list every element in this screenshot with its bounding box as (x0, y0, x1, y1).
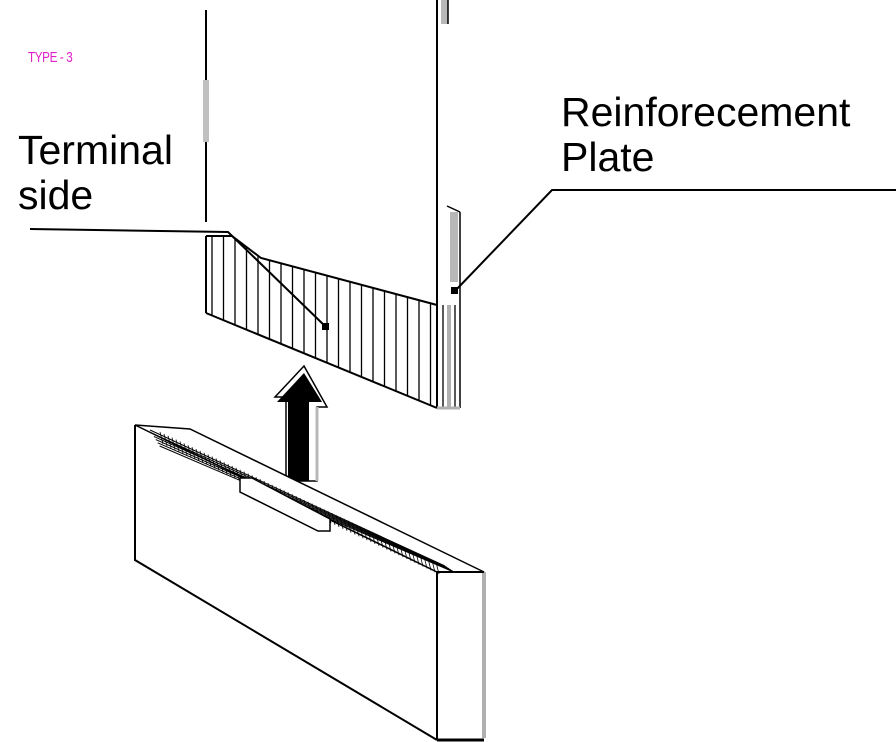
connector-pin (171, 437, 176, 450)
connector-pin (183, 443, 188, 456)
terminal-side-leader (29, 228, 327, 328)
connector-front-edges (134, 425, 438, 741)
connector-pin (223, 462, 228, 475)
connector-pin (415, 552, 420, 565)
connector-pin (383, 537, 388, 550)
type-tag: TYPE - 3 (28, 49, 73, 66)
connector-pin (359, 526, 364, 539)
connector-pin (371, 531, 376, 545)
plate-notch-top (446, 205, 461, 213)
connector-pin (163, 433, 168, 446)
connector-pin (431, 560, 436, 573)
connector-pin (211, 456, 216, 469)
connector-slot-key (239, 477, 331, 532)
reinforcement-plate-label: Reinforecement Plate (561, 90, 850, 180)
connector-pin (411, 550, 416, 563)
terminal-side-label: Terminal side (18, 128, 173, 218)
connector-pin (207, 454, 212, 467)
reinforcement-plate (436, 305, 460, 410)
connector-pin (379, 535, 384, 548)
connector-pin (219, 460, 224, 473)
connector-pin (387, 539, 392, 552)
reinforcement-leader-dot (451, 287, 458, 294)
connector-pin (419, 554, 424, 567)
terminal-side-leader-dot (322, 323, 329, 330)
terminal-hatch (205, 235, 438, 409)
reinforcement-plate-label-line2: Plate (561, 134, 655, 180)
connector-pin (427, 558, 432, 571)
connector-pin (375, 533, 380, 546)
connector-pin (167, 435, 172, 448)
board-left-highlight (203, 80, 209, 142)
connector-pin (179, 441, 184, 454)
connector-pin (227, 463, 232, 477)
terminal-side-label-line2: side (18, 172, 94, 218)
connector-pin (331, 512, 336, 526)
insertion-arrow-icon (273, 364, 329, 482)
connector-pin (399, 545, 404, 558)
reinforcement-plate-label-line1: Reinforecement (561, 89, 851, 135)
connector-pin (363, 528, 368, 541)
terminal-bottom-edge (205, 312, 438, 409)
connector-pin (343, 518, 348, 531)
connector-pin (235, 467, 240, 480)
connector-pin (175, 439, 180, 452)
connector-pin (195, 448, 200, 462)
board-card (203, 0, 461, 408)
connector-pin (391, 541, 396, 554)
connector-pin (215, 458, 220, 471)
connector-pin (187, 445, 192, 458)
connector-pin (339, 516, 344, 529)
connector-pin (335, 514, 340, 528)
connector-pin (159, 431, 164, 445)
connector-pin (231, 465, 236, 479)
connector-pin (203, 452, 208, 465)
connector-pin (407, 548, 412, 562)
connector-pin (355, 524, 360, 537)
terminal-side-label-line1: Terminal (18, 127, 173, 173)
connector-pin (395, 543, 400, 556)
connector-pin (351, 522, 356, 535)
connector-pin (199, 450, 204, 463)
plate-top-highlight (441, 0, 448, 24)
plate-notch-highlight (450, 212, 458, 282)
connector-pin (367, 529, 372, 543)
connector-pin (347, 520, 352, 533)
edge-connector (134, 424, 486, 742)
leader-lines (29, 189, 896, 330)
connector-pin (423, 556, 428, 569)
reinforcement-leader (454, 189, 896, 292)
connector-pin (191, 446, 196, 460)
terminal-top-edge (206, 235, 438, 306)
connector-pin (403, 546, 408, 560)
